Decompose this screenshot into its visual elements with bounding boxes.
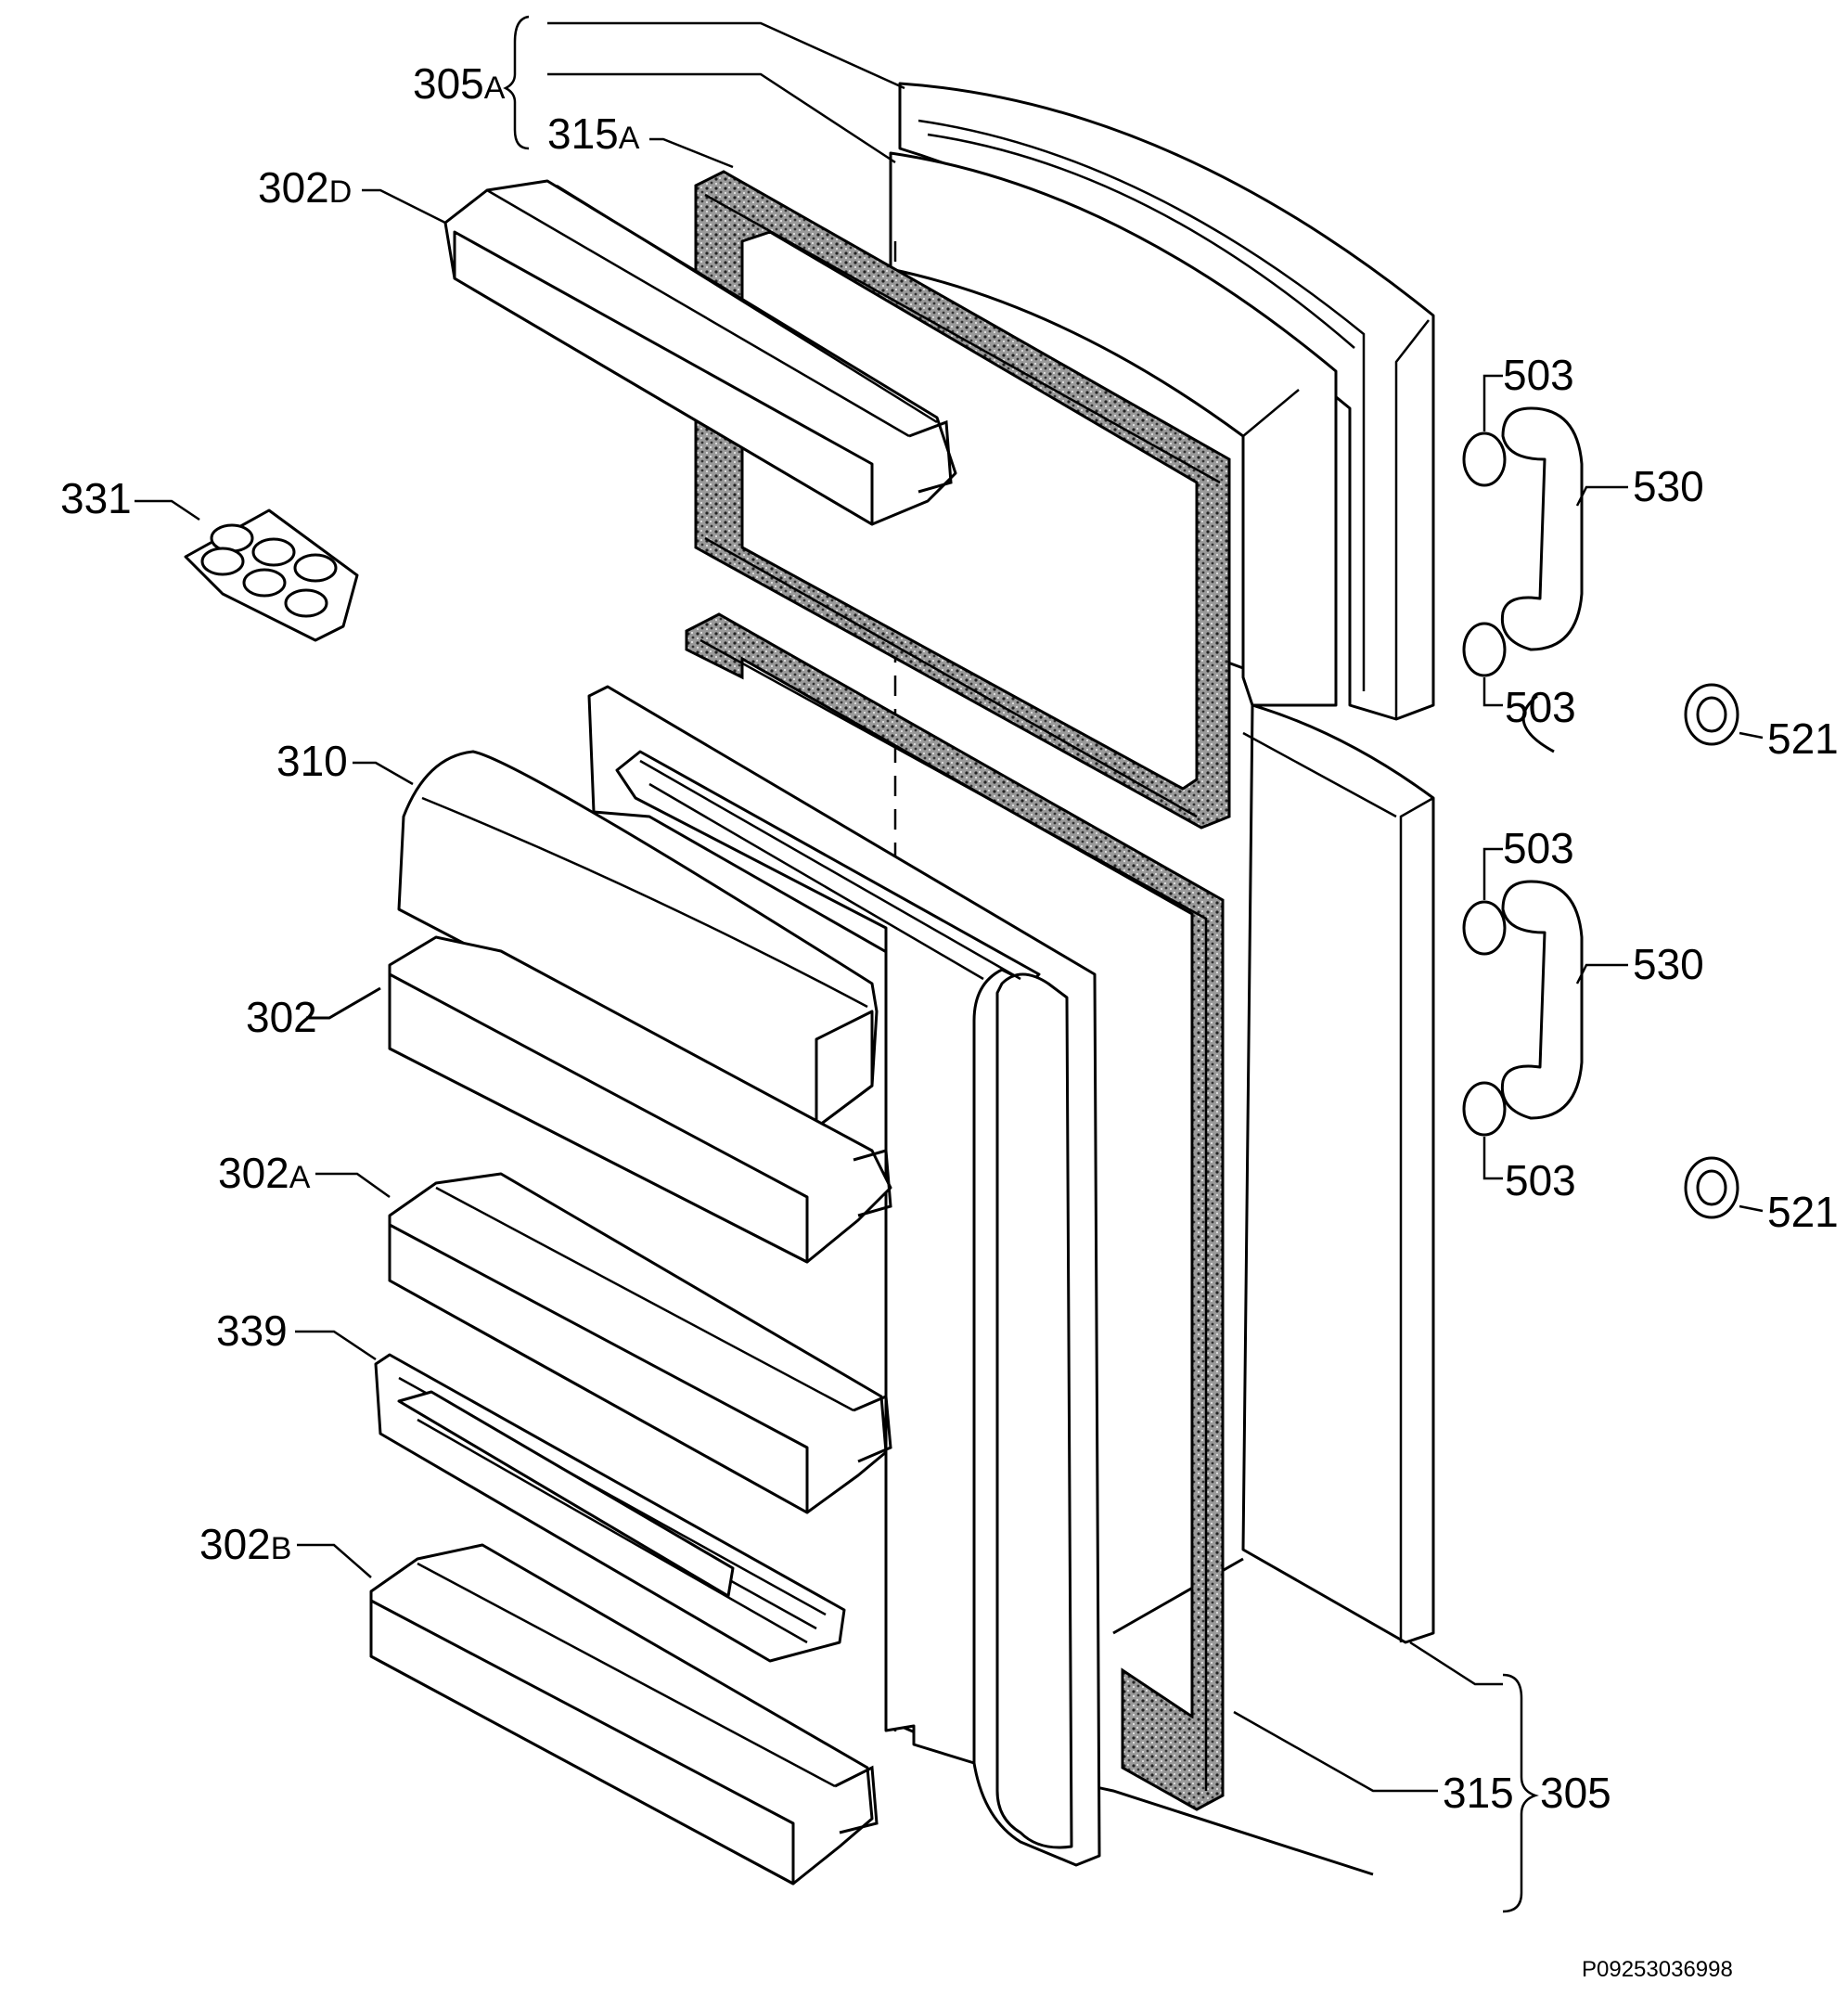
door-shelf-302 <box>388 935 892 1264</box>
door-shelf-302a <box>388 1172 892 1514</box>
washer-503-b <box>1462 622 1507 677</box>
hinge-cap-521-lower <box>1684 1156 1739 1219</box>
fridge-door-gasket <box>685 612 1225 1811</box>
callout-310: 310 <box>276 737 348 785</box>
callout-339: 339 <box>216 1306 288 1355</box>
hinge-cap-521-upper <box>1684 683 1739 746</box>
washer-503-a <box>1462 431 1507 487</box>
callout-302a: 302A <box>218 1149 311 1197</box>
washer-503-c <box>1462 900 1507 956</box>
fridge-inner-door-frame <box>587 685 1101 1867</box>
leader-lines <box>135 15 1764 1913</box>
washer-503-d <box>1462 1081 1507 1137</box>
callout-302: 302 <box>246 993 317 1041</box>
drawing-code: P09253036998 <box>1582 1957 1733 1982</box>
fridge-door-panel <box>1112 703 1435 1644</box>
callout-302d: 302D <box>258 163 352 212</box>
callout-503-3: 503 <box>1503 824 1574 872</box>
callout-331: 331 <box>60 474 132 522</box>
callout-305a: 305A <box>413 59 506 108</box>
lower-handle-530 <box>1462 880 1584 1137</box>
callout-530-1: 530 <box>1633 462 1704 510</box>
callout-530-2: 530 <box>1633 940 1704 988</box>
callout-503-1: 503 <box>1503 351 1574 399</box>
callout-503-4: 503 <box>1505 1156 1576 1204</box>
upper-handle-530 <box>1462 406 1584 753</box>
callout-521-1: 521 <box>1767 714 1839 763</box>
callout-315: 315 <box>1443 1769 1514 1817</box>
dairy-compartment-310 <box>397 750 879 1129</box>
callout-315a: 315A <box>547 109 640 158</box>
freezer-door-panel <box>889 82 1435 721</box>
upper-door-shelf-302d <box>443 179 957 526</box>
callout-302b: 302B <box>199 1520 291 1568</box>
callout-521-2: 521 <box>1767 1188 1839 1236</box>
egg-tray-331 <box>184 508 359 642</box>
callout-503-2: 503 <box>1505 683 1576 731</box>
callout-305: 305 <box>1540 1769 1611 1817</box>
door-shelf-302b <box>369 1543 879 1886</box>
shelf-divider-339 <box>374 1353 846 1663</box>
